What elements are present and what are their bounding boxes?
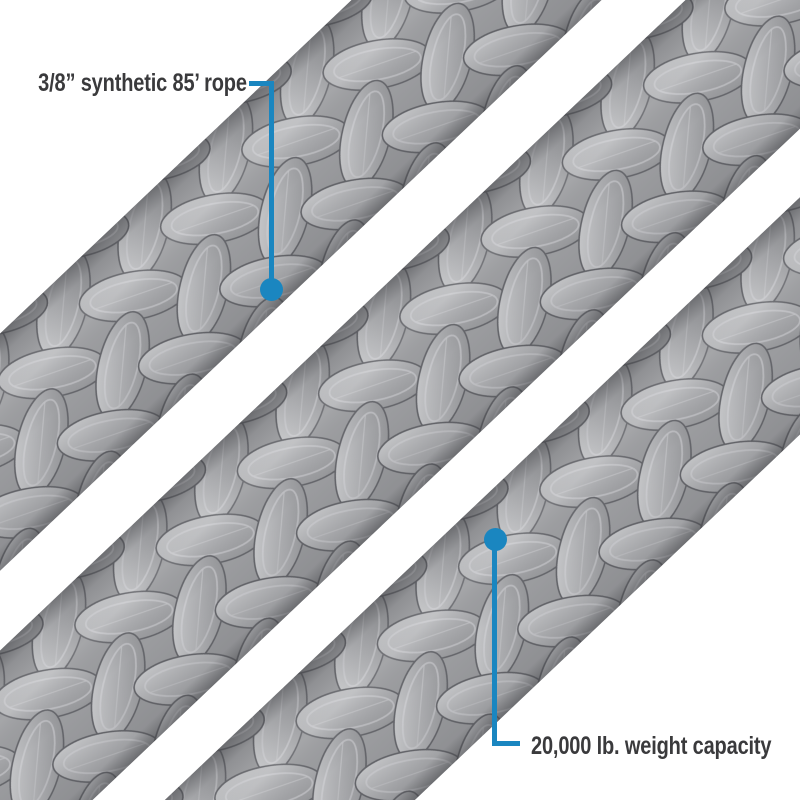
rope-spec-connector-vertical <box>269 81 274 290</box>
dot-marker-icon <box>484 528 507 551</box>
dot-marker-icon <box>260 278 283 301</box>
rope-spec-label-text: 3/8” synthetic 85’ rope <box>38 69 247 97</box>
rope-spec-label: 3/8” synthetic 85’ rope <box>0 68 247 98</box>
weight-capacity-connector-horizontal <box>492 741 520 746</box>
weight-capacity-connector-vertical <box>492 540 497 746</box>
rope-spec-connector-horizontal <box>249 81 274 86</box>
weight-capacity-label: 20,000 lb. weight capacity <box>531 731 800 761</box>
weight-capacity-label-text: 20,000 lb. weight capacity <box>531 732 772 760</box>
